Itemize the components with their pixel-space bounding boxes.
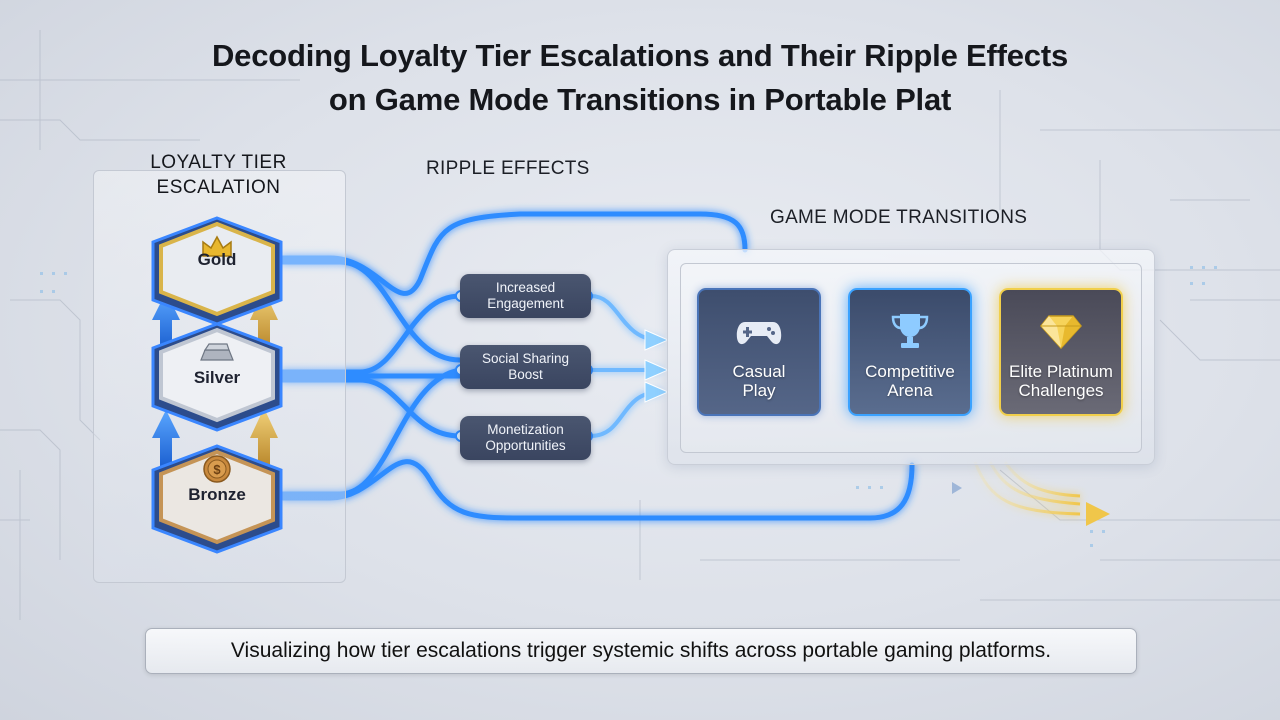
ripple-line-2: Engagement xyxy=(487,296,564,311)
flow-silver-a xyxy=(280,293,463,375)
tier-bronze[interactable]: $ Bronze xyxy=(147,440,287,558)
circuit-decoration xyxy=(0,30,1280,620)
svg-text:$: $ xyxy=(213,462,221,477)
gold-arrowhead xyxy=(1086,502,1110,526)
tier-gold[interactable]: Gold xyxy=(147,212,287,330)
crown-icon xyxy=(202,235,232,257)
flow-gold-a xyxy=(280,259,463,363)
mode-name-line-2: Challenges xyxy=(1018,381,1104,400)
ripple-line-1: Increased xyxy=(495,280,556,295)
tier-name: Gold xyxy=(197,250,237,269)
page-title: Decoding Loyalty Tier Escalations and Th… xyxy=(0,34,1280,122)
tier-label-line-2: ESCALATION xyxy=(156,177,281,198)
trophy-icon xyxy=(891,314,929,348)
ripple-line-1: Monetization xyxy=(487,422,564,437)
modes-section-label: GAME MODE TRANSITIONS xyxy=(770,207,1028,228)
ripple-line-2: Boost xyxy=(508,367,543,382)
arrow-up-gold-icon xyxy=(250,408,278,468)
mode-name: Competitive Arena xyxy=(865,362,955,400)
gold-output-lines xyxy=(973,461,1081,516)
diamond-icon xyxy=(1040,315,1082,350)
small-arrowhead xyxy=(952,482,962,494)
tier-name: Silver xyxy=(193,368,241,387)
mode-name-line-1: Competitive xyxy=(865,362,955,381)
coin-icon: $ xyxy=(203,455,231,483)
tier-silver[interactable]: Silver xyxy=(147,318,287,436)
tier-name: Bronze xyxy=(188,485,246,504)
mode-name-line-1: Elite Platinum xyxy=(1009,362,1113,381)
title-line-2: on Game Mode Transitions in Portable Pla… xyxy=(328,82,952,117)
ripple-line-1: Social Sharing xyxy=(481,351,570,366)
mode-name-line-2: Arena xyxy=(887,381,933,400)
ripple-arrowheads xyxy=(644,329,670,403)
arrow-up-blue-icon xyxy=(152,410,180,468)
ripple-section-label: RIPPLE EFFECTS xyxy=(426,158,590,179)
circuit-dots xyxy=(40,266,1217,547)
mode-competitive-arena[interactable]: Competitive Arena xyxy=(848,288,972,416)
gamepad-icon xyxy=(736,322,782,345)
mode-name-line-1: Casual xyxy=(732,362,786,381)
ripple-line-2: Opportunities xyxy=(485,438,566,453)
title-line-1: Decoding Loyalty Tier Escalations and Th… xyxy=(211,38,1069,73)
mode-name-line-2: Play xyxy=(742,381,776,400)
flow-lines xyxy=(280,211,915,521)
flow-bronze-bottom xyxy=(280,459,915,521)
caption: Visualizing how tier escalations trigger… xyxy=(145,628,1137,674)
flow-silver-c xyxy=(280,377,463,439)
silver-bar-icon xyxy=(200,343,234,361)
tier-section-label: LOYALTY TIER ESCALATION xyxy=(93,150,344,200)
flow-gold-top xyxy=(280,211,748,296)
mode-name: Casual Play xyxy=(733,362,786,400)
mode-name: Elite Platinum Challenges xyxy=(1009,362,1113,400)
mode-casual-play[interactable]: Casual Play xyxy=(697,288,821,416)
mode-elite-platinum-challenges[interactable]: Elite Platinum Challenges xyxy=(999,288,1123,416)
tier-label-line-1: LOYALTY TIER xyxy=(150,152,287,173)
